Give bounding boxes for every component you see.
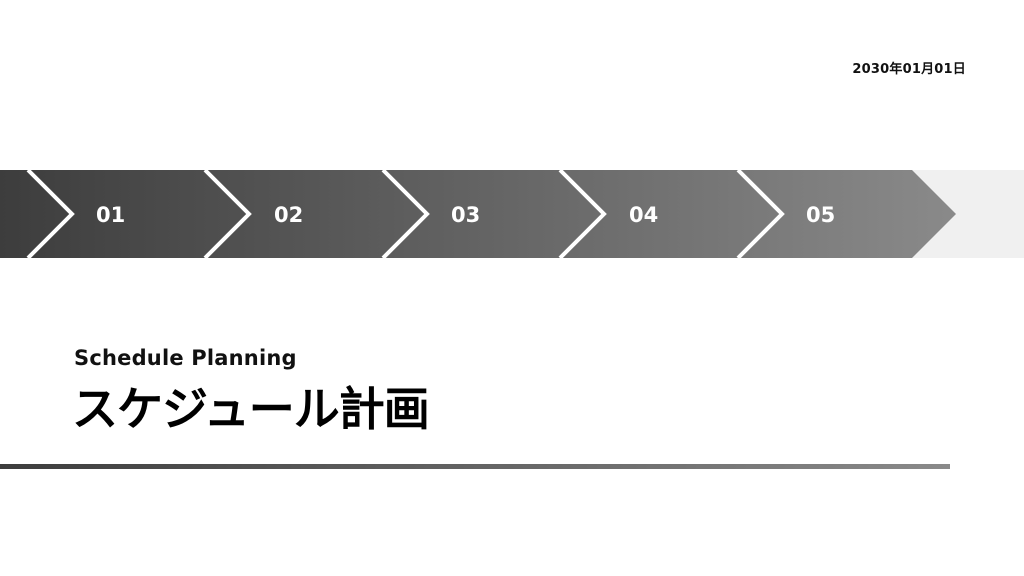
step-banner: 01 02 03 04 05 — [0, 170, 1024, 258]
subtitle: Schedule Planning — [74, 346, 297, 370]
step-banner-graphic: 01 02 03 04 05 — [0, 170, 1024, 258]
step-label-4: 04 — [629, 203, 658, 227]
date-label: 2030年01月01日 — [852, 62, 966, 77]
page-title: スケジュール計画 — [72, 382, 430, 436]
step-label-1: 01 — [96, 203, 125, 227]
step-label-3: 03 — [451, 203, 480, 227]
chevron-separator-5 — [736, 170, 785, 258]
banner-arrow-body — [0, 170, 956, 258]
chevron-separator-2 — [203, 170, 252, 258]
step-label-2: 02 — [274, 203, 303, 227]
divider-rule — [0, 464, 950, 469]
chevron-separator-4 — [558, 170, 607, 258]
step-label-5: 05 — [806, 203, 835, 227]
chevron-separator-3 — [381, 170, 430, 258]
chevron-separator-1 — [26, 170, 75, 258]
